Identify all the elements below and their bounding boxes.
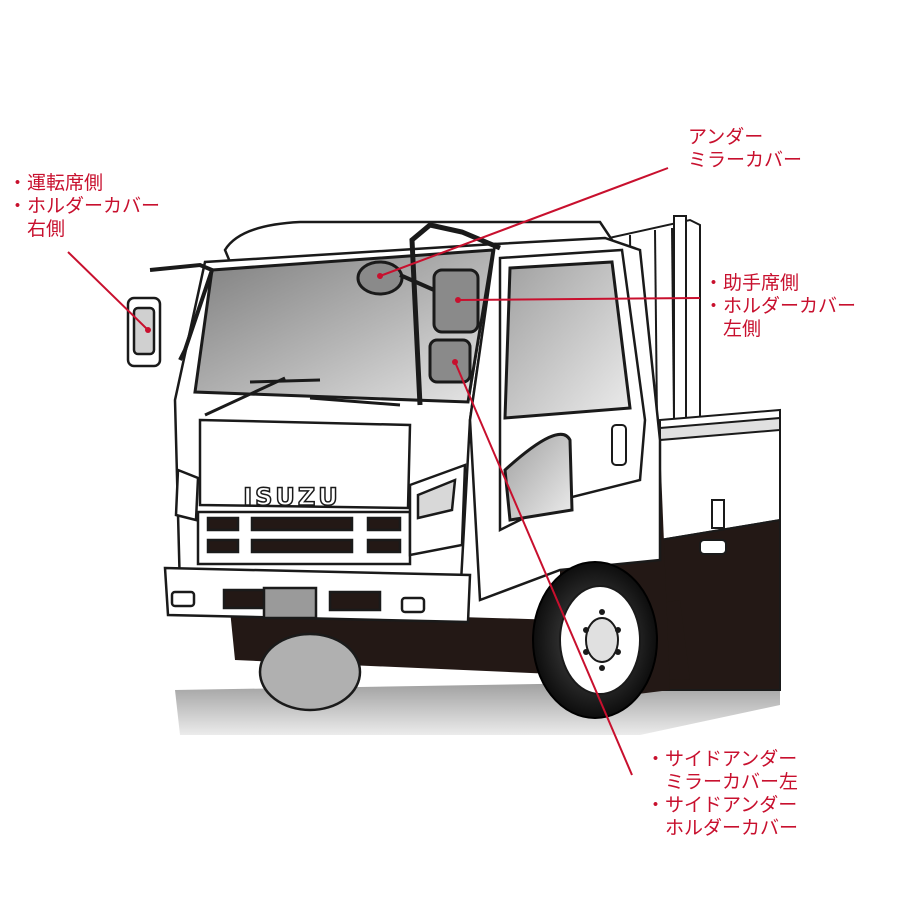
callout-passenger-line2: ・ホルダーカバー	[704, 295, 857, 317]
bumper	[163, 566, 472, 624]
callout-driver-side: ・運転席側 ・ホルダーカバー 右側	[8, 172, 160, 241]
callout-dots	[145, 273, 461, 365]
callout-dot-passenger	[455, 297, 461, 303]
callout-dot-under-mirror	[377, 273, 383, 279]
front-wheel-left	[258, 632, 362, 712]
callout-dot-side-under	[452, 359, 458, 365]
leader-line-driver	[67, 251, 149, 331]
side-window	[503, 260, 632, 522]
leader-lines	[67, 167, 701, 776]
leader-line-side-under	[454, 361, 633, 776]
callout-under-mirror: アンダー ミラーカバー	[688, 126, 802, 172]
callout-under-mirror-line1: アンダー	[688, 126, 764, 148]
callout-side-under-line2: ミラーカバー左	[665, 771, 799, 793]
callout-driver-line2: ・ホルダーカバー	[8, 195, 161, 217]
callout-under-mirror-line2: ミラーカバー	[688, 149, 803, 171]
front-wheel-right	[532, 561, 658, 719]
leader-line-passenger	[457, 297, 701, 301]
callout-driver-line3: 右側	[27, 218, 66, 240]
leader-line-under-mirror	[379, 167, 669, 277]
wipers	[204, 376, 401, 417]
headlights	[174, 463, 467, 557]
callout-driver-line1: ・運転席側	[8, 172, 104, 194]
callout-side-under-line4: ホルダーカバー	[665, 817, 799, 839]
front-grille: ISUZU	[196, 418, 412, 566]
isuzu-logo: ISUZU	[243, 483, 341, 511]
callout-dot-driver	[145, 327, 151, 333]
driver-side-mirror	[126, 262, 215, 368]
callout-passenger-side: ・助手席側 ・ホルダーカバー 左側	[704, 272, 856, 341]
passenger-side-mirror	[356, 222, 501, 406]
callout-passenger-line1: ・助手席側	[704, 272, 800, 294]
callout-passenger-line3: 左側	[723, 318, 762, 340]
callout-side-under-line1: ・サイドアンダー	[646, 748, 798, 770]
callout-side-under: ・サイドアンダー ミラーカバー左 ・サイドアンダー ホルダーカバー	[646, 748, 798, 840]
callout-side-under-line3: ・サイドアンダー	[646, 794, 798, 816]
